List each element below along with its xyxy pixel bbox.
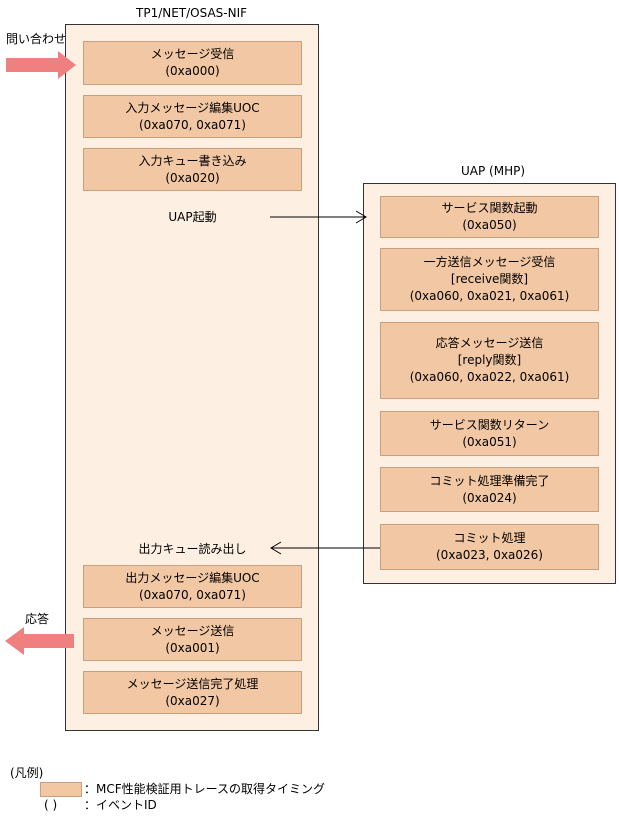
step-function: [reply関数] — [457, 353, 522, 367]
uap-step-service-return: サービス関数リターン (0xa051) — [380, 411, 599, 456]
step-event-ids: (0xa051) — [462, 434, 517, 449]
step-label: コミット処理 — [453, 531, 526, 545]
step-label: 入力キュー書き込み — [138, 153, 247, 168]
inquiry-label: 問い合わせ — [6, 32, 67, 46]
legend-title: (凡例) — [10, 766, 44, 780]
step-event-ids: (0xa070, 0xa071) — [139, 587, 246, 602]
step-label: 出力メッセージ編集UOC — [125, 570, 260, 585]
step-event-ids: (0xa023, 0xa026) — [436, 548, 543, 562]
step-label: 一方送信メッセージ受信 — [423, 255, 556, 269]
nif-title: TP1/NET/OSAS-NIF — [136, 6, 248, 20]
step-event-ids: (0xa001) — [165, 640, 220, 655]
uap-step-reply-send: 応答メッセージ送信 [reply関数] (0xa060, 0xa022, 0xa… — [380, 322, 599, 399]
nif-step-send-complete: メッセージ送信完了処理 (0xa027) — [83, 671, 302, 714]
legend-paren-symbol: ( ) — [44, 798, 58, 812]
nif-panel — [65, 24, 319, 731]
nif-step-input-edit-uoc: 入力メッセージ編集UOC (0xa070, 0xa071) — [83, 95, 302, 138]
step-event-ids: (0xa000) — [165, 64, 220, 78]
step-event-ids: (0xa060, 0xa022, 0xa061) — [409, 370, 570, 384]
uap-title: UAP (MHP) — [461, 164, 526, 178]
step-label: コミット処理準備完了 — [429, 473, 550, 488]
nif-step-output-queue-read: 出力キュー読み出し — [138, 542, 247, 556]
step-event-ids: (0xa050) — [462, 218, 517, 232]
nif-step-message-send: メッセージ送信 (0xa001) — [83, 618, 302, 661]
step-event-ids: (0xa060, 0xa021, 0xa061) — [409, 289, 570, 303]
inquiry-arrow-icon — [6, 51, 76, 79]
response-label: 応答 — [25, 612, 50, 626]
step-label: メッセージ送信完了処理 — [126, 676, 259, 691]
uap-step-commit-prepare: コミット処理準備完了 (0xa024) — [380, 467, 599, 512]
uap-step-oneway-receive: 一方送信メッセージ受信 [receive関数] (0xa060, 0xa021,… — [380, 248, 599, 311]
step-event-ids: (0xa020) — [165, 170, 220, 185]
legend-paren-text: ：イベントID — [84, 798, 157, 812]
uap-start-arrow — [270, 210, 367, 224]
step-label: メッセージ送信 — [150, 623, 235, 638]
step-label: 入力メッセージ編集UOC — [125, 100, 260, 115]
step-event-ids: (0xa070, 0xa071) — [139, 117, 246, 132]
nif-step-output-edit-uoc: 出力メッセージ編集UOC (0xa070, 0xa071) — [83, 565, 302, 608]
step-label: 応答メッセージ送信 — [435, 336, 544, 350]
step-event-ids: (0xa027) — [165, 693, 220, 708]
legend-swatch — [40, 782, 82, 797]
step-label: サービス関数リターン — [429, 417, 550, 432]
uap-step-commit: コミット処理 (0xa023, 0xa026) — [380, 524, 599, 570]
legend-swatch-text: ：MCF性能検証用トレースの取得タイミング — [84, 782, 326, 796]
nif-step-input-queue-write: 入力キュー書き込み (0xa020) — [83, 148, 302, 191]
step-label: メッセージ受信 — [150, 47, 235, 61]
nif-step-message-receive: メッセージ受信 (0xa000) — [83, 41, 302, 85]
uap-step-service-start: サービス関数起動 (0xa050) — [380, 196, 599, 238]
step-function: [receive関数] — [450, 272, 529, 286]
step-event-ids: (0xa024) — [462, 490, 517, 505]
response-arrow-icon — [5, 627, 74, 655]
step-label: サービス関数起動 — [441, 201, 538, 215]
nif-step-uap-start: UAP起動 — [168, 210, 217, 224]
output-queue-arrow — [270, 541, 380, 555]
